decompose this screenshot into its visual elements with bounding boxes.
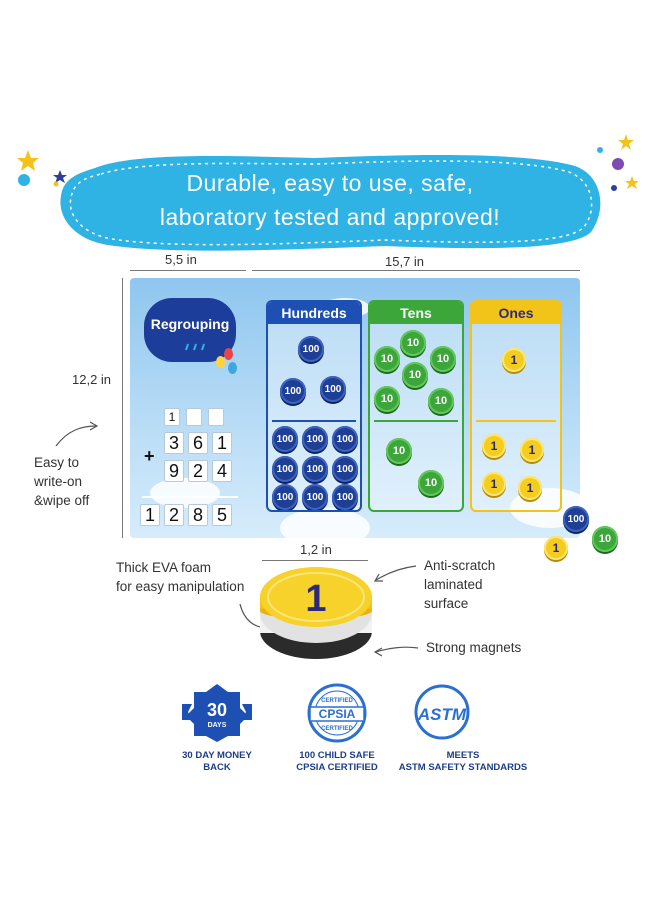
- carry-box[interactable]: 1: [164, 408, 180, 426]
- one-chip[interactable]: 1: [482, 472, 506, 496]
- regrouping-title: Regrouping: [144, 298, 236, 362]
- hundred-chip[interactable]: 100: [332, 456, 358, 482]
- dimension-side-width: 5,5 in: [165, 252, 197, 267]
- one-chip[interactable]: 1: [518, 476, 542, 500]
- star-icon: [597, 134, 639, 191]
- banner-line-1: Durable, easy to use, safe,: [186, 170, 474, 196]
- carry-box[interactable]: [186, 408, 202, 426]
- hundred-chip[interactable]: 100: [272, 484, 298, 510]
- chip-digit: 1: [305, 578, 326, 620]
- digit-box[interactable]: 4: [212, 460, 232, 482]
- place-value-board: Regrouping 1 3 6 1 + 9 2 4 1 2 8 5 Hundr…: [130, 278, 580, 538]
- ones-column: Ones 1 1 1 1 1: [470, 300, 562, 512]
- dimension-line: [252, 270, 580, 271]
- digit-box[interactable]: 1: [212, 432, 232, 454]
- regrouping-panel: Regrouping 1 3 6 1 + 9 2 4 1 2 8 5: [130, 278, 248, 538]
- sum-line: [142, 496, 238, 498]
- foam-note: Thick EVA foam for easy manipulation: [116, 560, 245, 594]
- ones-header: Ones: [472, 302, 560, 324]
- ten-chip[interactable]: 10: [428, 388, 454, 414]
- star-icon: [17, 150, 67, 187]
- cloud-decoration: [280, 508, 370, 538]
- digit-box[interactable]: 3: [164, 432, 184, 454]
- result-box[interactable]: 1: [140, 504, 160, 526]
- hundred-chip[interactable]: 100: [272, 456, 298, 482]
- rain-cloud-icon: [185, 343, 205, 351]
- svg-text:CERTIFIED: CERTIFIED: [321, 726, 353, 732]
- tens-header: Tens: [370, 302, 462, 324]
- tens-column: Tens 10 10 10 10 10 10 10 10: [368, 300, 464, 512]
- astm-text: MEETS ASTM SAFETY STANDARDS: [398, 750, 528, 773]
- headline-banner: Durable, easy to use, safe, laboratory t…: [55, 150, 605, 255]
- svg-text:30: 30: [207, 700, 227, 720]
- loose-one-chip[interactable]: 1: [544, 536, 568, 560]
- hundred-chip[interactable]: 100: [302, 484, 328, 510]
- hundred-chip[interactable]: 100: [298, 336, 324, 362]
- hundred-chip[interactable]: 100: [332, 426, 358, 452]
- result-box[interactable]: 5: [212, 504, 232, 526]
- ten-chip[interactable]: 10: [386, 438, 412, 464]
- money-back-text: 30 DAY MONEY BACK: [182, 750, 252, 773]
- balloon-icon: [216, 356, 225, 368]
- loose-ten-chip[interactable]: 10: [592, 526, 618, 552]
- ten-chip[interactable]: 10: [374, 346, 400, 372]
- loose-hundred-chip[interactable]: 100: [563, 506, 589, 532]
- dimension-board-width: 15,7 in: [385, 254, 425, 269]
- plus-sign: +: [144, 446, 155, 466]
- carry-box[interactable]: [208, 408, 224, 426]
- dimension-height: 12,2 in: [72, 372, 112, 387]
- ten-chip[interactable]: 10: [418, 470, 444, 496]
- digit-box[interactable]: 9: [164, 460, 184, 482]
- hundred-chip[interactable]: 100: [332, 484, 358, 510]
- ribbon-badge-icon: 30 DAYS: [182, 684, 252, 742]
- one-chip[interactable]: 1: [520, 438, 544, 462]
- hundred-chip[interactable]: 100: [302, 426, 328, 452]
- column-divider: [374, 420, 458, 422]
- hundred-chip[interactable]: 100: [320, 376, 346, 402]
- cpsia-text: 100 CHILD SAFE CPSIA CERTIFIED: [296, 750, 378, 773]
- dimension-line: [262, 560, 368, 561]
- digit-box[interactable]: 2: [188, 460, 208, 482]
- cloud-decoration: [150, 478, 220, 508]
- ten-chip[interactable]: 10: [402, 362, 428, 388]
- ten-chip[interactable]: 10: [430, 346, 456, 372]
- column-divider: [476, 420, 556, 422]
- ten-chip[interactable]: 10: [400, 330, 426, 356]
- astm-logo-icon: ASTM: [414, 684, 470, 740]
- hundreds-header: Hundreds: [268, 302, 360, 324]
- cloud-banner-shape: [60, 155, 601, 251]
- svg-text:ASTM: ASTM: [417, 705, 467, 724]
- arrow-icon: [373, 646, 419, 657]
- balloon-icon: [228, 362, 237, 374]
- write-on-note: Easy to write-on &wipe off: [34, 455, 90, 508]
- dimension-chip-width: 1,2 in: [300, 542, 332, 557]
- svg-text:DAYS: DAYS: [208, 722, 227, 729]
- result-box[interactable]: 8: [188, 504, 208, 526]
- column-divider: [272, 420, 356, 422]
- svg-text:CPSIA: CPSIA: [319, 707, 356, 721]
- hundreds-column: Hundreds 100 100 100 100 100 100 100 100…: [266, 300, 362, 512]
- result-box[interactable]: 2: [164, 504, 184, 526]
- arrow-icon: [373, 565, 417, 582]
- cpsia-seal-icon: CERTIFIED CPSIA CERTIFIED: [307, 683, 367, 743]
- magnets-note: Strong magnets: [426, 640, 522, 655]
- arrow-icon: [55, 421, 99, 447]
- svg-text:CERTIFIED: CERTIFIED: [321, 698, 353, 704]
- big-one-chip-illustration: 1: [260, 567, 372, 659]
- dimension-line: [122, 278, 123, 538]
- hundred-chip[interactable]: 100: [302, 456, 328, 482]
- dimension-line: [130, 270, 246, 271]
- scratch-note: Anti-scratch laminated surface: [424, 558, 496, 611]
- one-chip[interactable]: 1: [502, 348, 526, 372]
- banner-line-2: laboratory tested and approved!: [159, 204, 501, 230]
- digit-box[interactable]: 6: [188, 432, 208, 454]
- ten-chip[interactable]: 10: [374, 386, 400, 412]
- hundred-chip[interactable]: 100: [280, 378, 306, 404]
- balloon-icon: [224, 348, 233, 360]
- hundred-chip[interactable]: 100: [272, 426, 298, 452]
- one-chip[interactable]: 1: [482, 434, 506, 458]
